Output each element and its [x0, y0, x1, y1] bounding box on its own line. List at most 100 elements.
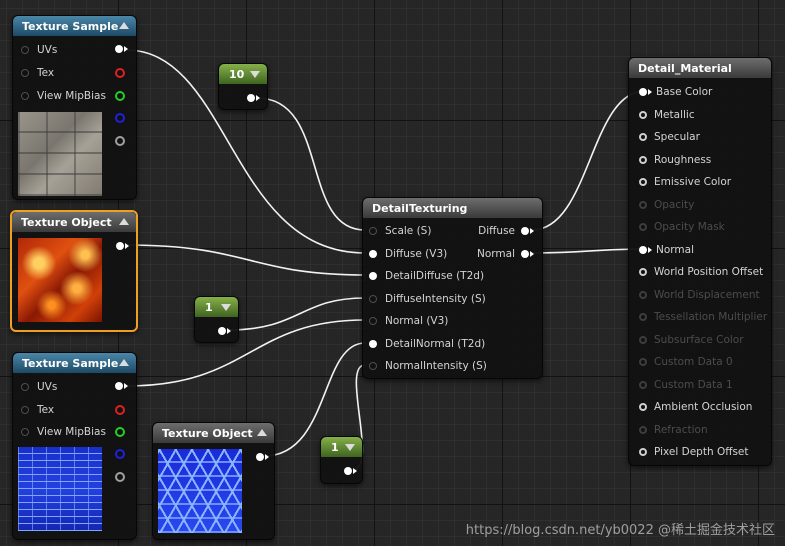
pin-icon[interactable] — [639, 178, 647, 186]
output-pin-a[interactable] — [115, 136, 125, 146]
node-header[interactable]: Detail_Material — [629, 58, 771, 78]
pin-icon[interactable] — [521, 227, 529, 235]
input-pin-view-mipbias[interactable]: View MipBias — [21, 425, 106, 439]
node-header[interactable]: 1 — [321, 437, 362, 457]
pin-icon[interactable] — [639, 268, 647, 276]
pin-icon[interactable] — [639, 358, 647, 366]
input-pin-normalintensity[interactable]: NormalIntensity (S) — [369, 359, 487, 373]
output-pin-diffuse[interactable]: Diffuse — [478, 224, 534, 238]
material-pin-metallic[interactable]: Metallic — [639, 108, 695, 122]
pin-icon[interactable] — [639, 290, 647, 299]
constant-node-1a[interactable]: 1 — [194, 296, 239, 343]
output-pin-a[interactable] — [115, 472, 125, 482]
collapse-arrow-icon[interactable] — [119, 218, 129, 225]
pin-icon[interactable] — [639, 155, 647, 164]
pin-icon[interactable] — [369, 362, 377, 370]
output-pin-value[interactable] — [247, 94, 260, 102]
pin-icon[interactable] — [639, 88, 647, 96]
pin-icon[interactable] — [521, 250, 529, 258]
output-pin-texture[interactable] — [256, 453, 269, 461]
material-pin-specular[interactable]: Specular — [639, 130, 700, 144]
input-pin-tex[interactable]: Tex — [21, 66, 54, 80]
pin-icon[interactable] — [639, 425, 647, 434]
input-pin-scale[interactable]: Scale (S) — [369, 224, 431, 238]
node-header[interactable]: 10 — [219, 64, 267, 84]
node-title: Texture Sample — [22, 19, 119, 33]
collapse-arrow-icon[interactable] — [119, 359, 129, 366]
pin-icon[interactable] — [21, 406, 29, 414]
output-pin-rgb[interactable] — [115, 45, 128, 53]
chevron-down-icon[interactable] — [250, 71, 260, 78]
pin-icon[interactable] — [369, 295, 377, 303]
material-pin-normal[interactable]: Normal — [639, 243, 694, 257]
input-pin-tex[interactable]: Tex — [21, 403, 54, 417]
texture-object-node-1[interactable]: Texture Object — [10, 210, 138, 332]
material-pin-ambient-occlusion[interactable]: Ambient Occlusion — [639, 400, 752, 414]
pin-icon[interactable] — [639, 200, 647, 209]
constant-node-1b[interactable]: 1 — [320, 436, 363, 484]
output-pin-texture[interactable] — [116, 242, 129, 250]
chevron-down-icon[interactable] — [345, 444, 355, 451]
output-pin-r[interactable] — [115, 405, 125, 415]
material-pin-roughness[interactable]: Roughness — [639, 153, 711, 167]
node-header[interactable]: DetailTexturing — [363, 198, 542, 218]
pin-icon[interactable] — [639, 335, 647, 344]
pin-icon[interactable] — [639, 223, 647, 231]
pin-icon[interactable] — [639, 313, 647, 321]
constant-value[interactable]: 10 — [229, 67, 245, 81]
output-pin-value[interactable] — [344, 467, 357, 475]
pin-icon[interactable] — [21, 92, 29, 100]
pin-icon[interactable] — [639, 403, 647, 411]
material-pin-world-position-offset[interactable]: World Position Offset — [639, 265, 763, 279]
pin-icon[interactable] — [21, 46, 29, 54]
pin-icon[interactable] — [639, 245, 647, 254]
material-pin-pixel-depth-offset[interactable]: Pixel Depth Offset — [639, 445, 749, 459]
material-pin-emissive-color[interactable]: Emissive Color — [639, 175, 731, 189]
texture-sample-node-1[interactable]: Texture Sample UVs Tex View MipBias — [12, 15, 137, 200]
pin-icon[interactable] — [21, 383, 29, 391]
output-pin-normal[interactable]: Normal — [477, 247, 534, 261]
output-pin-g[interactable] — [115, 427, 125, 437]
pin-icon[interactable] — [369, 250, 377, 258]
pin-icon[interactable] — [369, 272, 377, 280]
pin-icon[interactable] — [21, 428, 29, 436]
node-header[interactable]: 1 — [195, 297, 238, 317]
input-pin-view-mipbias[interactable]: View MipBias — [21, 89, 106, 103]
output-pin-r[interactable] — [115, 68, 125, 78]
output-pin-b[interactable] — [115, 113, 125, 123]
pin-icon[interactable] — [639, 133, 647, 141]
output-pin-rgb[interactable] — [115, 382, 128, 390]
input-pin-uvs[interactable]: UVs — [21, 380, 57, 394]
pin-icon[interactable] — [369, 317, 377, 325]
detail-texturing-node[interactable]: DetailTexturing Scale (S) Diffuse (V3) D… — [362, 197, 543, 379]
texture-sample-node-2[interactable]: Texture Sample UVs Tex View MipBias — [12, 352, 137, 540]
pin-icon[interactable] — [369, 340, 377, 348]
constant-value[interactable]: 1 — [331, 440, 339, 454]
input-pin-uvs[interactable]: UVs — [21, 43, 57, 57]
input-pin-detaildiffuse[interactable]: DetailDiffuse (T2d) — [369, 269, 484, 283]
node-header[interactable]: Texture Object — [153, 423, 274, 443]
collapse-arrow-icon[interactable] — [257, 429, 267, 436]
node-header[interactable]: Texture Sample — [13, 353, 136, 373]
chevron-down-icon[interactable] — [221, 304, 231, 311]
output-pin-value[interactable] — [218, 327, 231, 335]
input-pin-diffuseintensity[interactable]: DiffuseIntensity (S) — [369, 292, 486, 306]
input-pin-detailnormal[interactable]: DetailNormal (T2d) — [369, 337, 485, 351]
pin-icon[interactable] — [639, 380, 647, 389]
pin-icon[interactable] — [639, 448, 647, 456]
texture-object-node-2[interactable]: Texture Object — [152, 422, 275, 540]
input-pin-normal[interactable]: Normal (V3) — [369, 314, 448, 328]
pin-icon[interactable] — [639, 110, 647, 119]
pin-icon[interactable] — [21, 69, 29, 77]
constant-node-10[interactable]: 10 — [218, 63, 268, 110]
node-header[interactable]: Texture Sample — [13, 16, 136, 36]
output-pin-g[interactable] — [115, 91, 125, 101]
input-pin-diffuse[interactable]: Diffuse (V3) — [369, 247, 447, 261]
output-pin-b[interactable] — [115, 449, 125, 459]
material-pin-base-color[interactable]: Base Color — [639, 85, 712, 99]
node-header[interactable]: Texture Object — [12, 212, 136, 232]
constant-value[interactable]: 1 — [205, 300, 213, 314]
collapse-arrow-icon[interactable] — [119, 22, 129, 29]
pin-icon[interactable] — [369, 227, 377, 235]
